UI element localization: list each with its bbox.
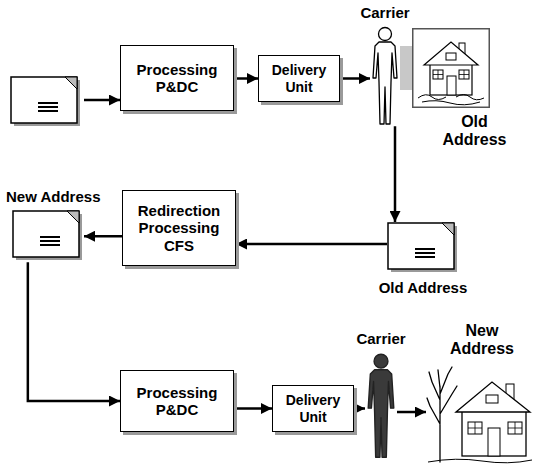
house-window (433, 70, 443, 79)
envelope-stamp (67, 211, 79, 223)
process-box: Delivery Unit (272, 385, 354, 432)
box-label: Redirection Processing CFS (131, 202, 227, 254)
ground-shrubs (418, 95, 484, 105)
address-line (40, 240, 60, 242)
envelope-figure: Old Address (370, 222, 476, 296)
house-door (488, 428, 500, 456)
carrier-head (374, 355, 388, 369)
carrier-icon (365, 352, 397, 460)
figure-label: New Address (442, 322, 522, 359)
carrier-band (400, 46, 412, 90)
window-pane (468, 422, 482, 434)
ground-line (428, 459, 532, 463)
figure-label: Carrier (356, 330, 405, 347)
house-roof (456, 382, 530, 412)
envelope-icon (12, 210, 84, 262)
flow-arrow (236, 243, 387, 246)
house-figure: Old Address (412, 28, 512, 150)
envelope-icon (11, 77, 80, 126)
process-box: Processing P&DC (120, 45, 234, 111)
envelope-body (388, 223, 454, 269)
house-window (459, 70, 469, 79)
figure-label: Old Address (379, 279, 468, 296)
envelope-icon (387, 222, 459, 274)
address-line (38, 110, 58, 112)
attic-window (486, 395, 498, 403)
carrier-icon (370, 26, 400, 126)
house-icon (426, 364, 534, 464)
address-line (415, 256, 435, 258)
carrier-body (368, 370, 394, 457)
address-line (40, 236, 60, 238)
window-pane (459, 70, 469, 79)
picture-frame (413, 29, 490, 108)
flow-arrow (84, 235, 122, 238)
house-door (447, 76, 456, 95)
box-label: Delivery Unit (281, 392, 345, 424)
house-wall (462, 410, 526, 456)
address-line (38, 102, 58, 104)
figure-label: Old Address (437, 113, 512, 150)
process-box: Delivery Unit (258, 55, 340, 102)
flow-arrow (354, 407, 365, 410)
envelope-stamp (442, 223, 454, 235)
house-roof (424, 42, 478, 65)
carrier-figure: Carrier (355, 4, 415, 126)
carrier-figure: Carrier (350, 330, 412, 460)
flow-arrow (394, 126, 397, 222)
flow-arrow (234, 77, 258, 80)
attic-window (446, 53, 456, 60)
carrier-head (379, 28, 392, 41)
window-pane (433, 70, 443, 79)
address-line (415, 252, 435, 254)
address-line (415, 248, 435, 250)
envelope-stamp (65, 77, 77, 89)
address-line (38, 106, 58, 108)
house-window (508, 422, 522, 434)
address-line (40, 244, 60, 246)
process-box: Redirection Processing CFS (122, 190, 236, 266)
bare-tree (427, 367, 457, 462)
flow-arrow (340, 77, 370, 80)
envelope-figure: New Address (6, 188, 116, 262)
process-box: Processing P&DC (120, 370, 234, 432)
box-label: Processing P&DC (129, 61, 225, 96)
window-pane (508, 422, 522, 434)
envelope-body (13, 211, 79, 257)
house-window (468, 422, 482, 434)
box-label: Processing P&DC (129, 384, 225, 419)
flow-arrow (397, 411, 426, 414)
box-label: Delivery Unit (267, 62, 331, 94)
flow-arrow (234, 407, 272, 410)
house-figure: New Address (426, 322, 538, 464)
house-wall (430, 63, 472, 95)
envelope-body (11, 77, 77, 123)
input-arrow (84, 99, 120, 102)
house-icon (412, 28, 490, 108)
figure-label: Carrier (360, 4, 409, 21)
carrier-body (373, 42, 397, 124)
flow-arrow (28, 262, 120, 401)
figure-label: New Address (6, 188, 100, 205)
